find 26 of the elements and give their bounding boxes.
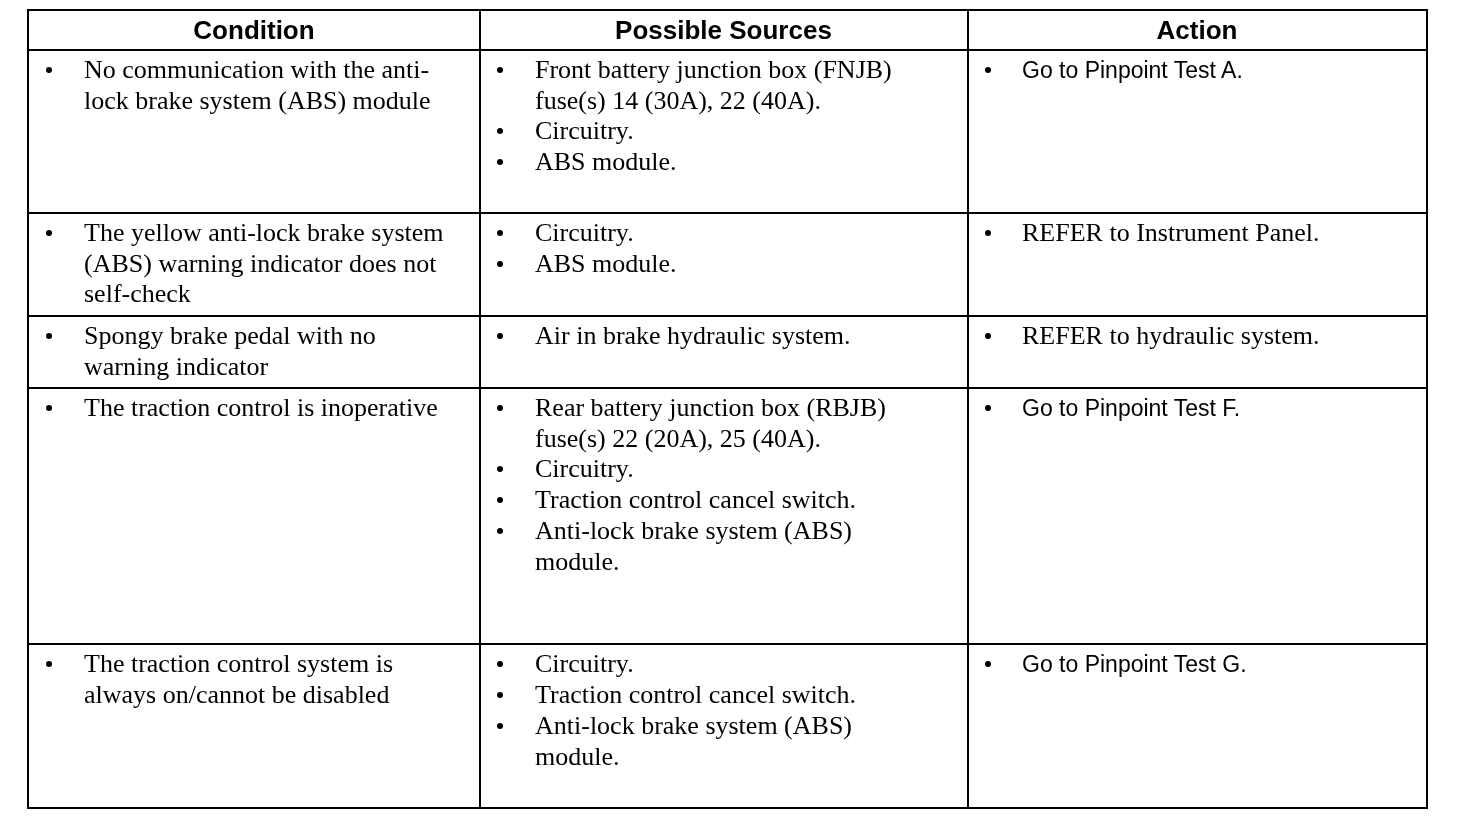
list-item: Circuitry.	[535, 218, 635, 249]
list-item: REFER to hydraulic system.	[1022, 321, 1321, 352]
list-item: Traction control cancel switch.	[535, 680, 858, 711]
list-item: REFER to Instrument Panel.	[1022, 218, 1321, 249]
list-item: The traction control is inoperative	[84, 393, 439, 424]
column-header: Possible Sources	[614, 15, 833, 46]
list-item: No communication with the anti-lock brake system (ABS) module	[84, 55, 432, 116]
list-item: Go to Pinpoint Test F.	[1022, 394, 1242, 423]
list-item: The traction control system is always on/cannot be disabled	[84, 649, 395, 710]
list-item: Anti-lock brake system (ABS) module.	[535, 711, 853, 772]
column-header: Action	[1155, 15, 1239, 46]
list-item: Go to Pinpoint Test G.	[1022, 650, 1248, 679]
list-item: The yellow anti-lock brake system (ABS) warning indicator does not self-check	[84, 218, 445, 310]
list-item: Anti-lock brake system (ABS) module.	[535, 516, 853, 577]
column-header: Condition	[192, 15, 316, 46]
list-item: Air in brake hydraulic system.	[535, 321, 852, 352]
list-item: Circuitry.	[535, 649, 635, 680]
list-item: Go to Pinpoint Test A.	[1022, 56, 1244, 85]
list-item: Circuitry.	[535, 116, 635, 147]
list-item: ABS module.	[535, 249, 678, 280]
list-item: Front battery junction box (FNJB) fuse(s) 14 (30A), 22 (40A).	[535, 55, 893, 116]
list-item: Traction control cancel switch.	[535, 485, 858, 516]
list-item: Spongy brake pedal with no warning indicator	[84, 321, 377, 382]
list-item: ABS module.	[535, 147, 678, 178]
list-item: Circuitry.	[535, 454, 635, 485]
list-item: Rear battery junction box (RBJB) fuse(s) 22 (20A), 25 (40A).	[535, 393, 887, 454]
